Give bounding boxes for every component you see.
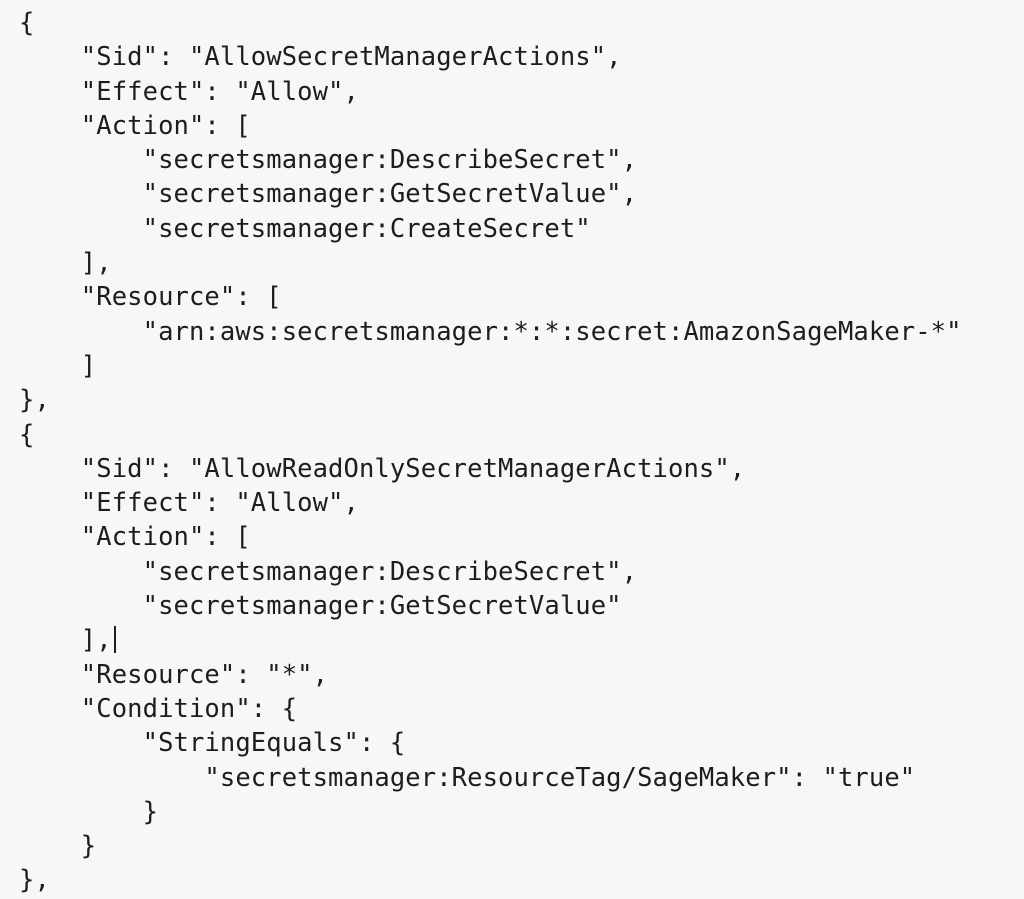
code-line-text: "secretsmanager:CreateSecret" xyxy=(19,213,591,244)
code-line[interactable]: "secretsmanager:GetSecretValue", xyxy=(19,177,1024,211)
code-line-text: { xyxy=(19,419,35,450)
code-line-text: } xyxy=(19,796,159,827)
code-line[interactable]: "Effect": "Allow", xyxy=(19,75,1024,109)
code-line-text: "Effect": "Allow", xyxy=(19,76,359,107)
code-line-text: "Condition": { xyxy=(19,693,298,724)
code-line-text: "secretsmanager:DescribeSecret", xyxy=(19,145,638,176)
code-line[interactable]: "secretsmanager:CreateSecret" xyxy=(19,212,1024,246)
code-line[interactable]: }, xyxy=(19,383,1024,417)
code-line-text: "secretsmanager:ResourceTag/SageMaker": … xyxy=(19,762,916,793)
code-line[interactable]: "secretsmanager:DescribeSecret", xyxy=(19,555,1024,589)
code-line-text: } xyxy=(19,831,97,862)
code-line[interactable]: "Resource": "*", xyxy=(19,658,1024,692)
text-caret xyxy=(113,625,116,653)
code-line[interactable]: "Sid": "AllowSecretManagerActions", xyxy=(19,40,1024,74)
code-line[interactable]: "StringEquals": { xyxy=(19,726,1024,760)
code-line[interactable]: { xyxy=(19,418,1024,452)
code-line-text: "Resource": "*", xyxy=(19,659,329,690)
code-line-text: { xyxy=(19,8,35,38)
code-line-text: "StringEquals": { xyxy=(19,728,406,759)
code-line-text: "Resource": [ xyxy=(19,282,282,313)
code-line[interactable]: ], xyxy=(19,246,1024,280)
code-line-text: "secretsmanager:GetSecretValue" xyxy=(19,591,622,622)
code-line-text: ] xyxy=(19,350,97,381)
code-line-text: "arn:aws:secretsmanager:*:*:secret:Amazo… xyxy=(19,316,962,347)
code-line[interactable]: "secretsmanager:DescribeSecret", xyxy=(19,143,1024,177)
code-line-text: ], xyxy=(19,248,112,279)
code-line[interactable]: } xyxy=(19,795,1024,829)
code-line[interactable]: "Condition": { xyxy=(19,692,1024,726)
code-line[interactable]: "Action": [ xyxy=(19,109,1024,143)
code-line[interactable]: "Effect": "Allow", xyxy=(19,486,1024,520)
code-line-text: "Sid": "AllowSecretManagerActions", xyxy=(19,42,622,73)
code-line-text: "Action": [ xyxy=(19,110,251,141)
code-line[interactable]: "Resource": [ xyxy=(19,280,1024,314)
code-line[interactable]: } xyxy=(19,829,1024,863)
code-line-text: "Action": [ xyxy=(19,522,251,553)
code-line-text: }, xyxy=(19,865,50,896)
code-line[interactable]: }, xyxy=(19,863,1024,897)
code-line[interactable]: ], xyxy=(19,623,1024,657)
code-line-text: "Sid": "AllowReadOnlySecretManagerAction… xyxy=(19,453,746,484)
code-line-text: "secretsmanager:DescribeSecret", xyxy=(19,556,638,587)
code-line-text: ], xyxy=(19,625,112,656)
code-line[interactable]: "secretsmanager:GetSecretValue" xyxy=(19,589,1024,623)
code-line-text: "Effect": "Allow", xyxy=(19,488,359,519)
code-line[interactable]: "secretsmanager:ResourceTag/SageMaker": … xyxy=(19,761,1024,795)
code-line[interactable]: "Action": [ xyxy=(19,520,1024,554)
code-line-text: }, xyxy=(19,385,50,416)
code-line[interactable]: "arn:aws:secretsmanager:*:*:secret:Amazo… xyxy=(19,315,1024,349)
code-line[interactable]: ] xyxy=(19,349,1024,383)
code-line[interactable]: "Sid": "AllowReadOnlySecretManagerAction… xyxy=(19,452,1024,486)
code-line[interactable]: { xyxy=(19,6,1024,40)
code-line-text: "secretsmanager:GetSecretValue", xyxy=(19,179,638,210)
